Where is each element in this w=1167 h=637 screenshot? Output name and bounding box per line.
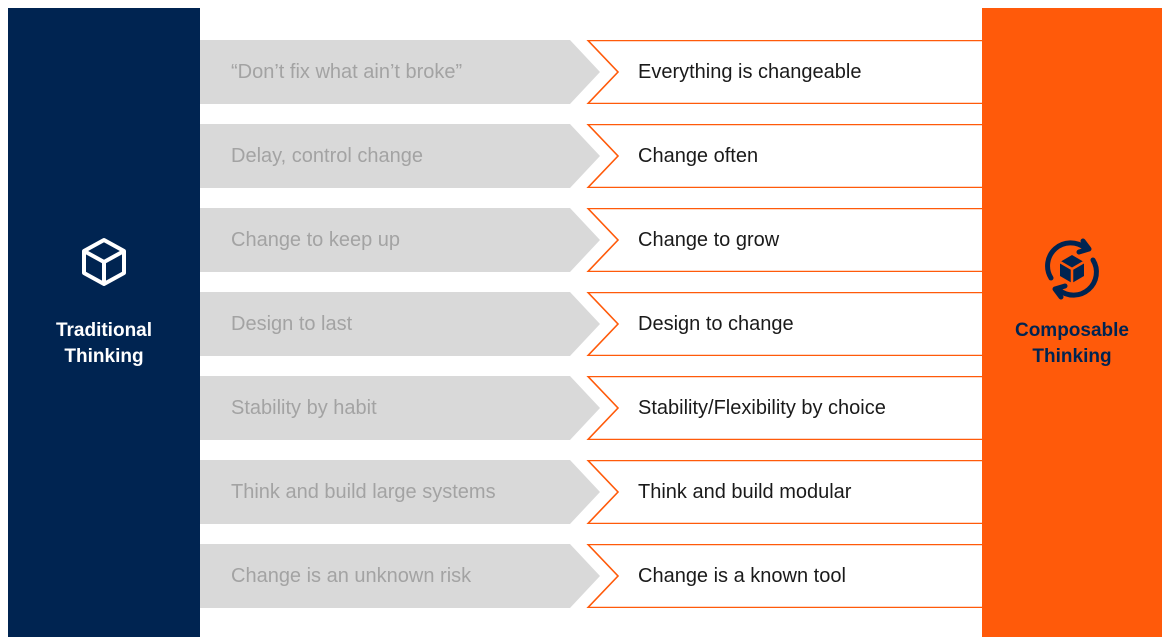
cube-icon bbox=[82, 238, 126, 286]
new-outline bbox=[586, 292, 982, 356]
traditional-thinking-panel: Traditional Thinking bbox=[8, 8, 200, 637]
old-arrow bbox=[200, 208, 600, 272]
traditional-title-line2: Thinking bbox=[64, 346, 144, 367]
row-shapes bbox=[200, 292, 982, 356]
composable-statement: Stability/Flexibility by choice bbox=[638, 397, 886, 419]
row-shapes bbox=[200, 376, 982, 440]
row-shapes bbox=[200, 124, 982, 188]
composable-title-line1: Composable bbox=[1014, 320, 1130, 341]
row-shapes bbox=[200, 40, 982, 104]
traditional-statement: Change to keep up bbox=[231, 229, 401, 251]
comparison-row: Think and build large systems Think and … bbox=[200, 460, 982, 524]
composable-statement: Think and build modular bbox=[638, 481, 852, 503]
traditional-statement: Design to last bbox=[231, 313, 353, 335]
composable-statement: Design to change bbox=[638, 313, 794, 335]
old-arrow bbox=[200, 124, 600, 188]
traditional-statement: Stability by habit bbox=[231, 397, 377, 419]
traditional-thinking-title: Traditional Thinking bbox=[8, 318, 200, 370]
traditional-statement: Think and build large systems bbox=[231, 481, 496, 503]
composable-statement: Everything is changeable bbox=[638, 61, 862, 83]
composable-statement: Change often bbox=[638, 145, 759, 167]
composable-thinking-panel: Composable Thinking bbox=[982, 8, 1162, 637]
comparison-row: Change to keep up Change to grow bbox=[200, 208, 982, 272]
new-outline bbox=[586, 40, 982, 104]
composable-thinking-title: Composable Thinking bbox=[982, 318, 1162, 370]
old-arrow bbox=[200, 376, 600, 440]
old-arrow bbox=[200, 544, 600, 608]
composable-title-line2: Thinking bbox=[1032, 346, 1112, 367]
traditional-statement: “Don’t fix what ain’t broke” bbox=[231, 61, 463, 83]
cube-cycle-icon bbox=[1045, 238, 1099, 300]
comparison-row: Change is an unknown risk Change is a kn… bbox=[200, 544, 982, 608]
new-outline bbox=[586, 544, 982, 608]
old-arrow bbox=[200, 460, 600, 524]
traditional-statement: Change is an unknown risk bbox=[231, 565, 472, 587]
comparison-row: “Don’t fix what ain’t broke” Everything … bbox=[200, 40, 982, 104]
traditional-statement: Delay, control change bbox=[231, 145, 423, 167]
composable-statement: Change is a known tool bbox=[638, 565, 846, 587]
new-outline bbox=[586, 124, 982, 188]
new-outline bbox=[586, 460, 982, 524]
new-outline bbox=[586, 376, 982, 440]
comparison-row: Delay, control change Change often bbox=[200, 124, 982, 188]
comparison-row: Stability by habit Stability/Flexibility… bbox=[200, 376, 982, 440]
traditional-title-line1: Traditional bbox=[55, 320, 153, 341]
old-arrow bbox=[200, 292, 600, 356]
row-shapes bbox=[200, 208, 982, 272]
new-outline bbox=[586, 208, 982, 272]
comparison-row: Design to last Design to change bbox=[200, 292, 982, 356]
row-shapes bbox=[200, 460, 982, 524]
composable-statement: Change to grow bbox=[638, 229, 780, 251]
row-shapes bbox=[200, 544, 982, 608]
old-arrow bbox=[200, 40, 600, 104]
